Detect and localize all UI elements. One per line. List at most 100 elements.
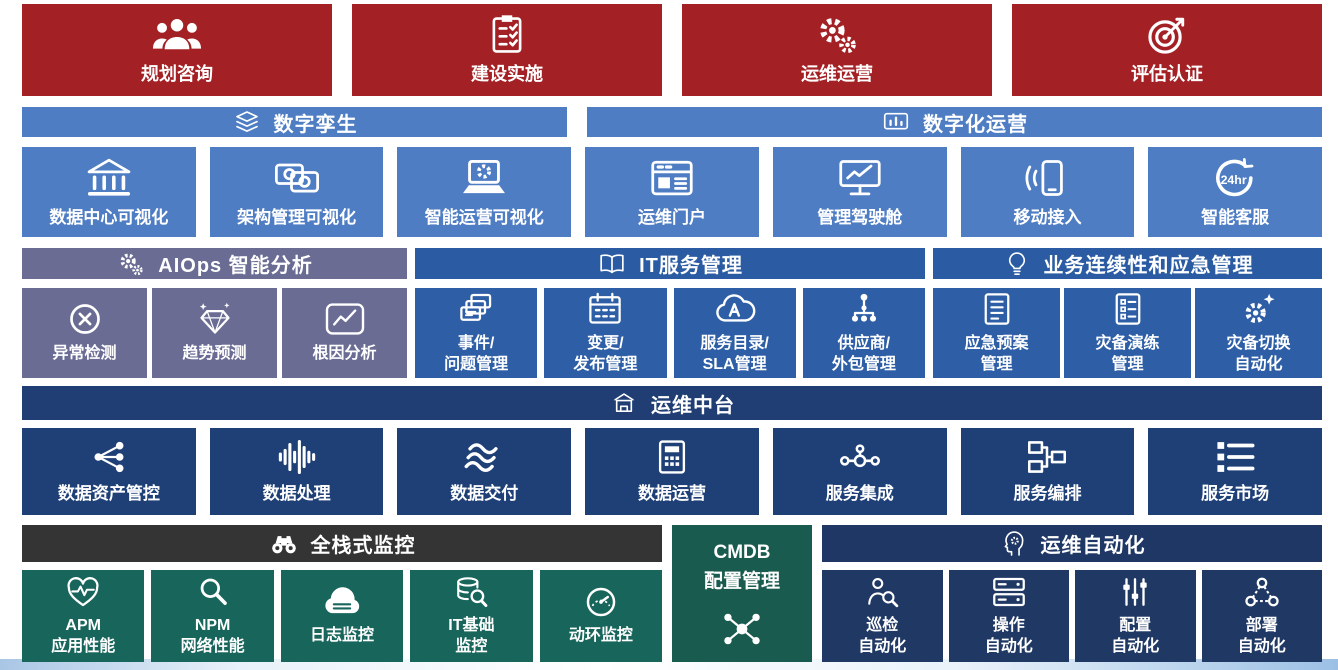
header-fullstack-monitoring[interactable]: 全栈式监控 (22, 525, 662, 562)
header-ops-automation[interactable]: 运维自动化 (822, 525, 1322, 562)
stacked-cards-icon (454, 291, 498, 327)
block-mobile-access[interactable]: 移动接入 (960, 147, 1135, 237)
block-dr-switch-automation[interactable]: 灾备切换 自动化 (1195, 288, 1322, 378)
block-catalog-sla-mgmt[interactable]: 服务目录/ SLA管理 (673, 288, 796, 378)
block-label: 服务目录/ SLA管理 (700, 335, 769, 373)
service-24h-icon: 24hr (1209, 156, 1261, 200)
list-blocks-icon (1212, 438, 1258, 476)
laptop-gear-icon (458, 156, 510, 200)
gears-icon (811, 14, 863, 56)
diamond-icon (193, 301, 237, 337)
block-anomaly-detection[interactable]: 异常检测 (22, 288, 147, 378)
block-data-processing[interactable]: 数据处理 (209, 428, 384, 515)
visual-headers-row: 数字孪生 数字化运营 (22, 107, 1322, 137)
gears-icon (116, 251, 146, 277)
block-label: 数据资产管控 (57, 484, 160, 504)
block-datacenter-visualization[interactable]: 数据中心可视化 (22, 147, 196, 237)
block-label: 运维门户 (638, 207, 707, 227)
block-data-operation[interactable]: 数据运营 (585, 428, 759, 515)
middle-platform-row: 运维中台 (22, 386, 1322, 420)
bank-icon (83, 156, 135, 200)
chart-line-icon (323, 301, 367, 337)
block-data-asset-control[interactable]: 数据资产管控 (22, 428, 196, 515)
monitoring-section: 全栈式监控 APM 应用性能 NPM 网络性能 日志监控 (22, 525, 663, 662)
block-apm[interactable]: APM 应用性能 (22, 570, 145, 662)
visual-blocks-row: 数据中心可视化 架构管理可视化 智能运营可视化 运维门户 管理驾驶舱 移动接入 (22, 147, 1323, 237)
phase-evaluation-certification[interactable]: 评估认证 (1012, 4, 1322, 96)
monitor-chart-icon (834, 156, 886, 200)
header-itsm[interactable]: IT服务管理 (415, 248, 925, 279)
block-label: APM 应用性能 (51, 617, 116, 655)
block-label: 异常检测 (52, 345, 117, 363)
flow-boxes-icon (1024, 438, 1070, 476)
block-intelligent-ops-visualization[interactable]: 智能运营可视化 (397, 147, 572, 237)
block-service-orchestration[interactable]: 服务编排 (960, 428, 1135, 515)
block-label: 操作 自动化 (984, 617, 1033, 655)
header-aiops[interactable]: AIOps 智能分析 (22, 248, 407, 279)
block-it-infra-monitoring[interactable]: IT基础 监控 (410, 570, 533, 662)
block-label: 数据运营 (638, 484, 707, 504)
block-service-integration[interactable]: 服务集成 (772, 428, 947, 515)
automation-blocks-row: 巡检 自动化 操作 自动化 配置 自动化 部署 自动化 (822, 570, 1322, 662)
block-label: NPM 网络性能 (180, 617, 245, 655)
block-incident-problem-mgmt[interactable]: 事件/ 问题管理 (415, 288, 538, 378)
block-trend-prediction[interactable]: 趋势预测 (152, 288, 277, 378)
block-cmdb-config-mgmt[interactable]: CMDB 配置管理 (672, 525, 812, 662)
block-facility-monitoring[interactable]: 动环监控 (539, 570, 663, 662)
share-branch-icon (86, 438, 132, 476)
block-label: 灾备演练 管理 (1095, 335, 1160, 373)
block-label: 灾备切换 自动化 (1226, 335, 1291, 373)
waves-icon (461, 438, 507, 476)
block-data-delivery[interactable]: 数据交付 (397, 428, 572, 515)
header-label: IT服务管理 (639, 255, 743, 277)
aiops-group: 异常检测 趋势预测 根因分析 (22, 288, 407, 378)
block-change-release-mgmt[interactable]: 变更/ 发布管理 (544, 288, 667, 378)
gear-sparkle-icon (1237, 291, 1281, 327)
block-emergency-plan-mgmt[interactable]: 应急预案 管理 (933, 288, 1060, 378)
block-management-cockpit[interactable]: 管理驾驶舱 (772, 147, 947, 237)
phase-construction-implementation[interactable]: 建设实施 (352, 4, 662, 96)
automation-section: 运维自动化 巡检 自动化 操作 自动化 配置 自动化 (822, 525, 1322, 662)
itsm-group: 事件/ 问题管理 变更/ 发布管理 服务目录/ SLA管理 供应商/ 外包管理 (415, 288, 925, 378)
block-ops-portal[interactable]: 运维门户 (585, 147, 759, 237)
block-operation-automation[interactable]: 操作 自动化 (948, 570, 1069, 662)
block-label: 智能客服 (1201, 207, 1270, 227)
database-magnifier-icon (450, 575, 492, 609)
waveform-icon (274, 438, 320, 476)
header-digital-operation[interactable]: 数字化运营 (587, 107, 1322, 137)
block-vendor-outsourcing-mgmt[interactable]: 供应商/ 外包管理 (802, 288, 925, 378)
block-smart-customer-service[interactable]: 24hr 智能客服 (1148, 147, 1323, 237)
document-text-icon (975, 291, 1019, 327)
block-architecture-visualization[interactable]: 架构管理可视化 (209, 147, 384, 237)
header-digital-twin[interactable]: 数字孪生 (22, 107, 567, 137)
block-log-monitoring[interactable]: 日志监控 (280, 570, 404, 662)
block-label: 根因分析 (312, 345, 377, 363)
header-ops-middle-platform[interactable]: 运维中台 (22, 386, 1322, 420)
block-label: 趋势预测 (182, 345, 247, 363)
block-deploy-automation[interactable]: 部署 自动化 (1201, 570, 1322, 662)
block-label: 数据处理 (262, 484, 331, 504)
browser-window-icon (646, 156, 698, 200)
block-config-automation[interactable]: 配置 自动化 (1075, 570, 1196, 662)
block-service-market[interactable]: 服务市场 (1148, 428, 1323, 515)
block-label: 智能运营可视化 (424, 207, 544, 227)
open-book-icon (597, 251, 627, 277)
phase-planning-consulting[interactable]: 规划咨询 (22, 4, 332, 96)
calculator-icon (649, 438, 695, 476)
block-label: CMDB 配置管理 (703, 541, 780, 592)
calendar-icon (583, 291, 627, 327)
block-root-cause-analysis[interactable]: 根因分析 (282, 288, 407, 378)
block-label: IT基础 监控 (448, 617, 495, 655)
bottom-accent-strip (0, 659, 1338, 670)
block-dr-drill-mgmt[interactable]: 灾备演练 管理 (1064, 288, 1191, 378)
block-inspection-automation[interactable]: 巡检 自动化 (822, 570, 943, 662)
phase-label: 运维运营 (801, 63, 873, 84)
header-business-continuity[interactable]: 业务连续性和应急管理 (933, 248, 1322, 279)
block-label: 配置 自动化 (1111, 617, 1160, 655)
block-npm[interactable]: NPM 网络性能 (151, 570, 274, 662)
header-label: 数字化运营 (923, 113, 1028, 136)
device-chart-icon (881, 109, 911, 135)
phase-operations[interactable]: 运维运营 (682, 4, 992, 96)
bulb-icon (1002, 251, 1032, 277)
layers-icon (232, 109, 262, 135)
